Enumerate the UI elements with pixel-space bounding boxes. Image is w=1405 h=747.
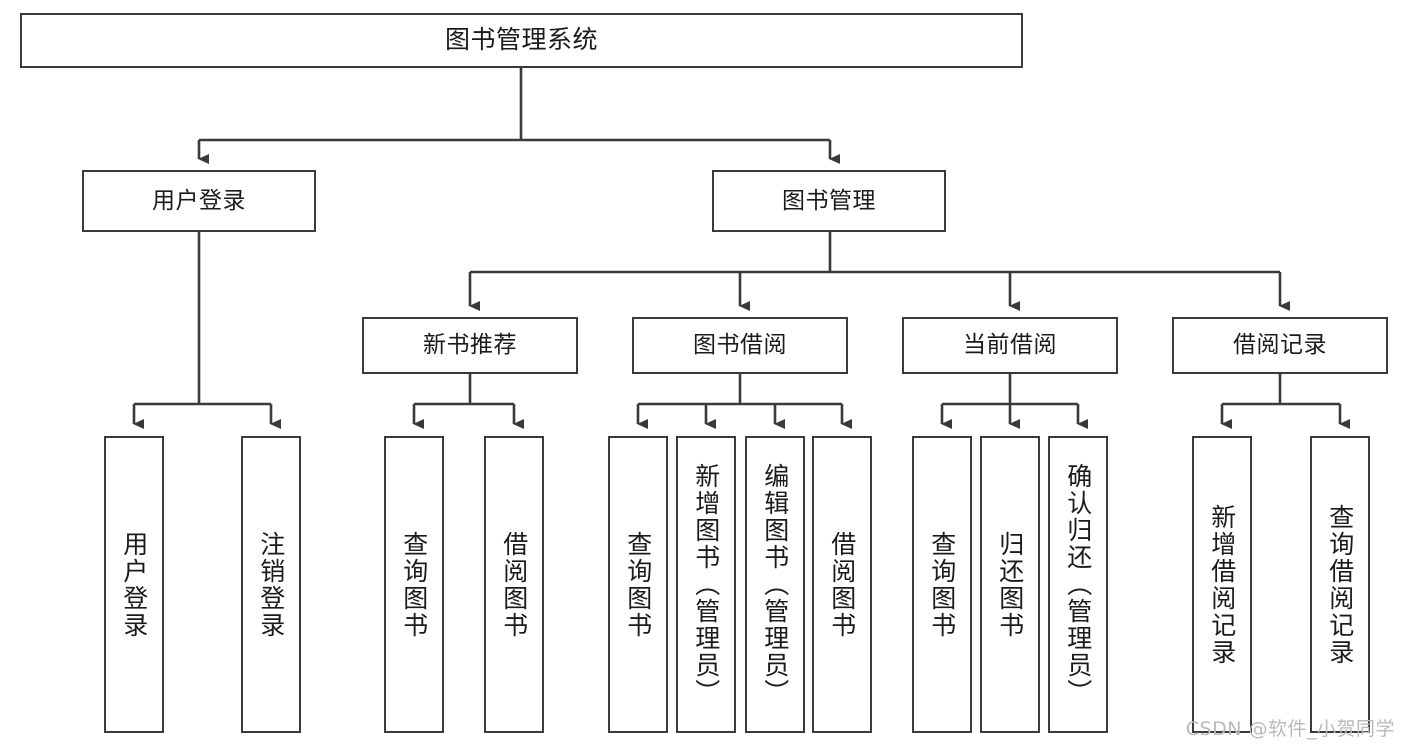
node-borrow-record-label: 借阅记录: [1233, 332, 1327, 359]
leaf-user-login-signout-label: 注销登录: [256, 530, 286, 639]
node-new-book-recommend-label: 新书推荐: [423, 332, 517, 359]
leaf-record-add-record[interactable]: 新增借阅记录: [1192, 436, 1252, 733]
leaf-borrow-edit-book-label: 编辑图书（管理员）: [760, 463, 790, 706]
node-borrow-record[interactable]: 借阅记录: [1172, 317, 1388, 374]
leaf-record-query-record-label: 查询借阅记录: [1325, 503, 1355, 666]
leaf-borrow-borrow-book-label: 借阅图书: [827, 530, 857, 639]
leaf-user-login-signin-label: 用户登录: [119, 530, 149, 639]
node-user-login[interactable]: 用户登录: [82, 170, 316, 232]
leaf-current-query-book-label: 查询图书: [927, 530, 957, 639]
node-current-borrow[interactable]: 当前借阅: [902, 317, 1118, 374]
leaf-record-add-record-label: 新增借阅记录: [1207, 503, 1237, 666]
leaf-recommend-query-book-label: 查询图书: [399, 530, 429, 639]
leaf-current-confirm-return-label: 确认归还（管理员）: [1063, 463, 1093, 706]
node-current-borrow-label: 当前借阅: [963, 332, 1057, 359]
leaf-recommend-query-book[interactable]: 查询图书: [384, 436, 444, 733]
leaf-recommend-borrow-book-label: 借阅图书: [499, 530, 529, 639]
node-root[interactable]: 图书管理系统: [20, 13, 1023, 68]
node-book-borrow[interactable]: 图书借阅: [632, 317, 848, 374]
leaf-current-return-book-label: 归还图书: [995, 530, 1025, 639]
node-book-management[interactable]: 图书管理: [712, 170, 946, 232]
leaf-borrow-borrow-book[interactable]: 借阅图书: [812, 436, 872, 733]
leaf-user-login-signout[interactable]: 注销登录: [241, 436, 301, 733]
node-user-login-label: 用户登录: [152, 187, 246, 214]
leaf-current-confirm-return[interactable]: 确认归还（管理员）: [1048, 436, 1108, 733]
node-root-label: 图书管理系统: [444, 25, 598, 55]
leaf-borrow-add-book[interactable]: 新增图书（管理员）: [676, 436, 736, 733]
node-book-management-label: 图书管理: [782, 187, 876, 214]
leaf-recommend-borrow-book[interactable]: 借阅图书: [484, 436, 544, 733]
leaf-record-query-record[interactable]: 查询借阅记录: [1310, 436, 1370, 733]
leaf-borrow-query-book[interactable]: 查询图书: [608, 436, 668, 733]
node-book-borrow-label: 图书借阅: [693, 332, 787, 359]
leaf-borrow-add-book-label: 新增图书（管理员）: [691, 463, 721, 706]
leaf-current-return-book[interactable]: 归还图书: [980, 436, 1040, 733]
leaf-user-login-signin[interactable]: 用户登录: [104, 436, 164, 733]
csdn-watermark: CSDN @软件_小贺同学: [1185, 718, 1395, 740]
node-new-book-recommend[interactable]: 新书推荐: [362, 317, 578, 374]
leaf-borrow-edit-book[interactable]: 编辑图书（管理员）: [745, 436, 805, 733]
leaf-current-query-book[interactable]: 查询图书: [912, 436, 972, 733]
leaf-borrow-query-book-label: 查询图书: [623, 530, 653, 639]
